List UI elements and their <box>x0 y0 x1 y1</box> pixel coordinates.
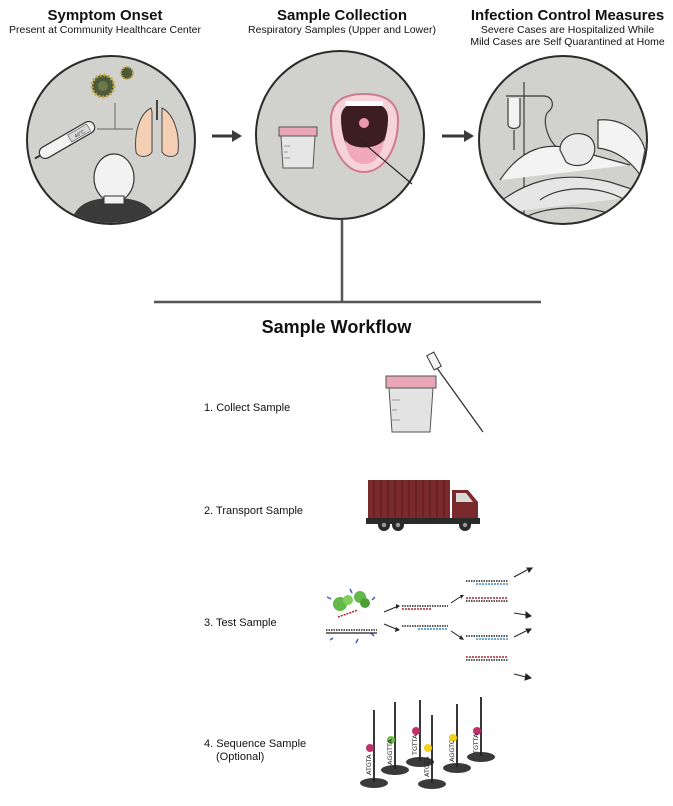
swab-line <box>359 139 413 185</box>
sequence-tag: ATGTA <box>365 754 373 775</box>
thermometer-icon: 40°C <box>34 120 96 160</box>
collect-sample-icon <box>385 351 484 433</box>
virus-icon <box>333 591 370 611</box>
hospital-bed-icon <box>484 119 646 221</box>
step-sequence-sample-line-2: (Optional) <box>216 751 265 763</box>
truck-icon <box>366 480 480 531</box>
sequence-tag: AGGTC <box>448 739 456 762</box>
sequence-tag: ATGTA <box>423 756 431 777</box>
step-collect-sample: 1. Collect Sample <box>204 402 291 414</box>
pcr-test-icon <box>326 567 533 681</box>
stage-symptom-onset: Symptom Onset Present at Community Healt… <box>0 7 210 36</box>
sequencing-icon: ATGTA AGGTTA TGTTA ATGTA AGGTC <box>360 697 495 789</box>
open-mouth-icon <box>329 92 400 174</box>
virus-icon <box>90 66 134 99</box>
workflow-title: Sample Workflow <box>261 317 412 337</box>
sample-cup-icon <box>278 126 318 169</box>
sample-collection-illustration <box>255 50 425 220</box>
sequencing-pin: AGGTC <box>443 704 471 773</box>
infection-control-illustration <box>478 55 648 225</box>
sequencing-pin: TGTTA <box>467 697 495 762</box>
step-sequence-sample-line-1: 4. Sequence Sample <box>204 738 307 750</box>
stage-subtitle-line-2: Mild Cases are Self Quarantined at Home <box>470 36 665 48</box>
sequencing-pin: ATGTA <box>418 715 446 789</box>
stage-subtitle: Respiratory Samples (Upper and Lower) <box>248 24 436 36</box>
step-sequence-sample: 4. Sequence Sample (Optional) <box>204 738 306 764</box>
thermometer-reading: 40°C <box>74 129 87 140</box>
step-test-sample: 3. Test Sample <box>204 617 277 629</box>
sequencing-pin: ATGTA <box>360 710 388 788</box>
sequence-tag: TGTTA <box>411 734 419 756</box>
stage-title: Sample Collection <box>276 7 408 24</box>
sequencing-pin: AGGTTA <box>381 702 409 775</box>
swab-icon <box>426 351 484 433</box>
arrow-right-icon <box>442 130 474 142</box>
stage-subtitle-line-1: Severe Cases are Hospitalized While <box>480 24 655 36</box>
stage-subtitle: Present at Community Healthcare Center <box>9 24 201 36</box>
stage-sample-collection: Sample Collection Respiratory Samples (U… <box>237 7 447 36</box>
arrow-right-icon <box>212 130 242 142</box>
sequence-tag: AGGTTA <box>386 739 394 765</box>
lungs-icon <box>135 100 179 157</box>
step-transport-sample: 2. Transport Sample <box>204 505 304 517</box>
sequencing-pin: TGTTA <box>406 700 434 767</box>
stage-title: Symptom Onset <box>47 7 163 24</box>
sequence-tag: TGTTA <box>472 733 480 755</box>
stage-title: Infection Control Measures <box>470 7 665 24</box>
stage-infection-control: Infection Control Measures Severe Cases … <box>462 7 673 48</box>
symptom-onset-illustration: 40°C <box>26 55 196 225</box>
